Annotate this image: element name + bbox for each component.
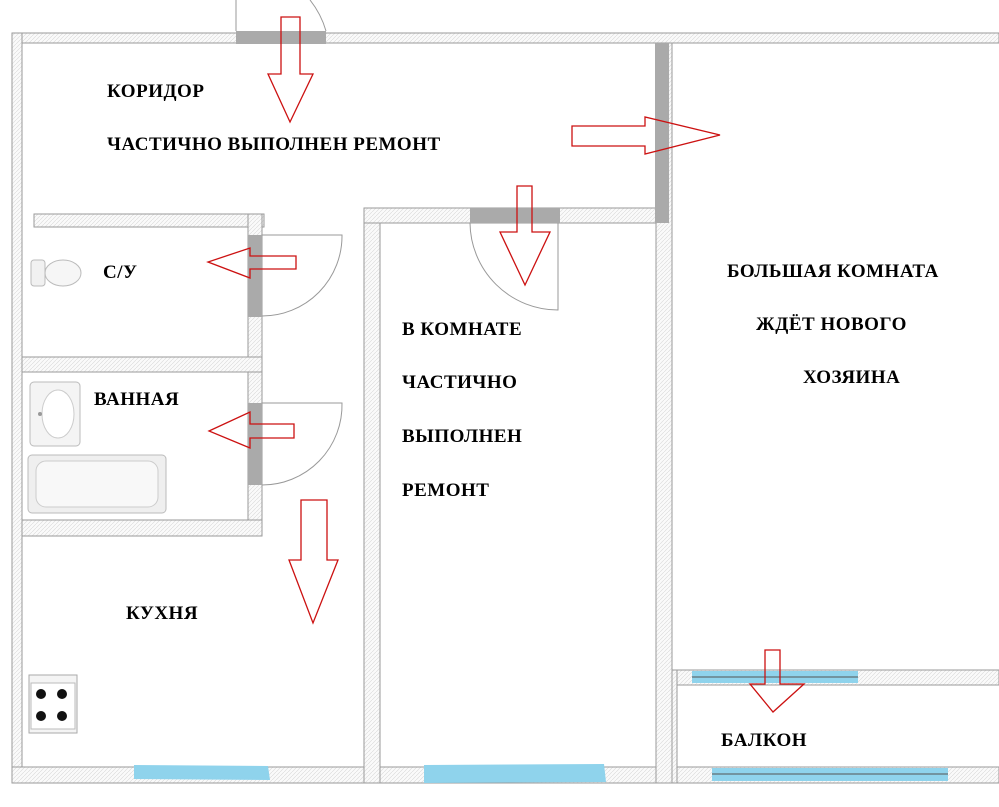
bathroom-label: ВАННАЯ [94, 389, 180, 410]
balcony-label: БАЛКОН [721, 730, 808, 751]
arrows [206, 16, 806, 713]
door-room-swing [469, 222, 559, 311]
wc-label: С/У [103, 262, 138, 283]
bigroom-note-line1: БОЛЬШАЯ КОМНАТА [727, 261, 939, 282]
stove-icon [28, 674, 78, 734]
wall-bath-bottom [21, 519, 263, 537]
arrow-to-bigroom [571, 116, 721, 155]
door-room [470, 208, 560, 223]
arrow-to-room [498, 185, 552, 287]
wall-wc-top [33, 213, 265, 228]
arrow-to-bath [207, 410, 295, 449]
corridor-note: ЧАСТИЧНО ВЫПОЛНЕН РЕМОНТ [107, 134, 441, 155]
window-kitchen [134, 765, 270, 780]
room-note-line4: РЕМОНТ [402, 480, 490, 501]
arrow-entrance-down [266, 16, 315, 124]
corridor-label: КОРИДОР [107, 81, 205, 102]
door-bath-swing [261, 402, 343, 486]
bathtub-icon [27, 454, 167, 514]
bigroom-note-line3: ХОЗЯИНА [803, 367, 901, 388]
arrow-to-kitchen [288, 499, 339, 625]
room-note-line1: В КОМНАТЕ [402, 319, 523, 340]
toilet-icon [30, 259, 82, 287]
wall-kitchen-room [363, 212, 381, 784]
arrow-to-balcony [748, 649, 806, 713]
wall-left [11, 32, 23, 784]
door-entrance-swing [235, 0, 327, 32]
kitchen-label: КУХНЯ [126, 603, 199, 624]
windows [134, 671, 948, 783]
doors [235, 0, 669, 486]
wall-top [11, 32, 999, 44]
wall-balcony-left [671, 669, 678, 784]
bigroom-note-line2: ЖДЁТ НОВОГО [756, 314, 907, 335]
sink-icon [29, 381, 81, 447]
room-note-line2: ЧАСТИЧНО [402, 372, 518, 393]
door-wc-swing [261, 234, 343, 317]
wall-wc-bath [21, 356, 263, 373]
door-bigroom [655, 43, 669, 223]
window-room [424, 764, 606, 783]
room-note-line3: ВЫПОЛНЕН [402, 426, 523, 447]
arrow-to-wc [206, 247, 297, 279]
